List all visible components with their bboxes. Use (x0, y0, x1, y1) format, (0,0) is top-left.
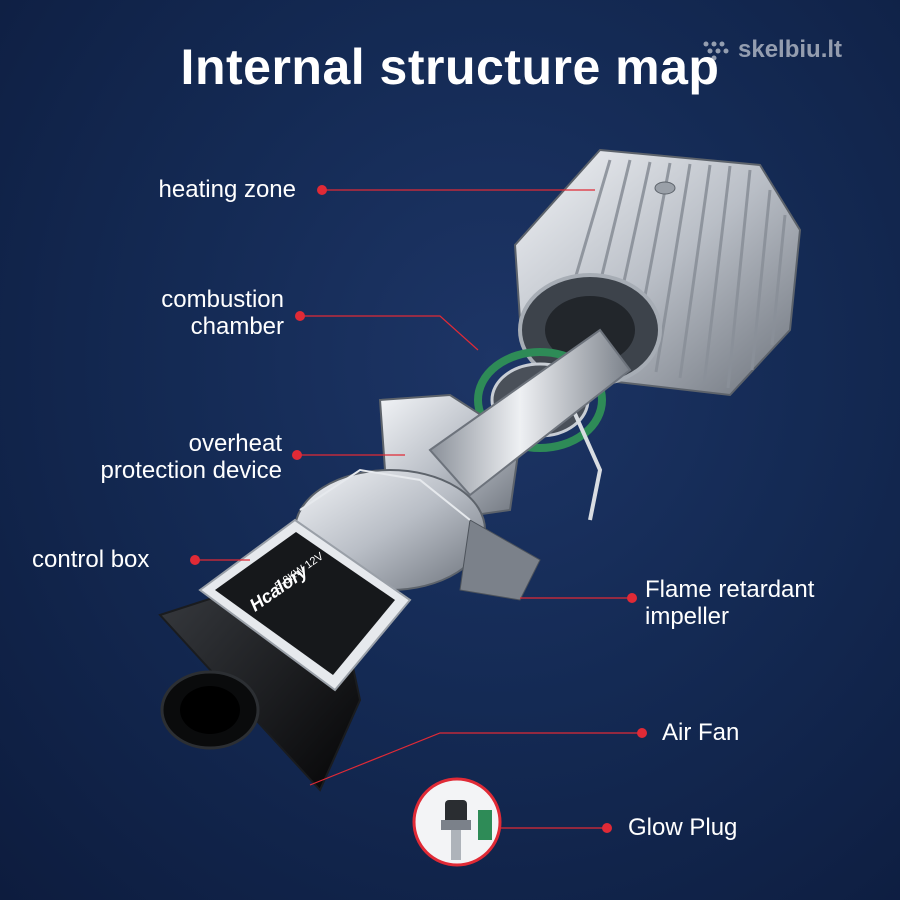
label-control-box-text: control box (32, 546, 150, 573)
watermark: skelbiu.lt (700, 36, 842, 64)
label-control-box: control box (32, 546, 149, 573)
leader-line-air-fan (309, 732, 642, 786)
label-overheat-line2: protection device (100, 457, 282, 484)
label-combustion-line1: combustion (161, 286, 284, 313)
label-overheat-protection: overheat protection device (40, 430, 282, 484)
flame-retardant-impeller (294, 468, 541, 601)
watermark-dots-icon (703, 41, 729, 61)
label-heating-zone-text: heating zone (158, 176, 296, 203)
watermark-text: skelbiu.lt (738, 36, 843, 63)
label-air-fan-text: Air Fan (662, 719, 740, 746)
label-combustion-line2: chamber (190, 313, 284, 340)
glow-plug-inset (412, 777, 502, 867)
label-flame-line2: impeller (645, 603, 730, 630)
label-air-fan: Air Fan (662, 719, 739, 746)
control-box: Hcalory 5-8KW 12V (198, 518, 412, 692)
dot-flame-impeller (627, 593, 637, 603)
label-overheat-line1: overheat (188, 430, 282, 457)
label-flame-retardant-impeller: Flame retardant impeller (645, 576, 814, 630)
label-glow-plug: Glow Plug (628, 814, 737, 841)
leader-line-combustion-chamber (300, 315, 479, 351)
label-flame-line1: Flame retardant (645, 576, 815, 603)
label-combustion-chamber: combustion chamber (90, 286, 284, 340)
dot-heating-zone (317, 185, 327, 195)
dot-control-box (190, 555, 200, 565)
label-heating-zone: heating zone (100, 176, 296, 203)
heat-exchanger (513, 148, 802, 397)
leader-lines (195, 189, 642, 829)
dot-air-fan (637, 728, 647, 738)
label-dots (190, 185, 647, 833)
label-glow-plug-text: Glow Plug (628, 814, 738, 841)
dot-overheat (292, 450, 302, 460)
dot-combustion-chamber (295, 311, 305, 321)
dot-glow-plug (602, 823, 612, 833)
page-title: Internal structure map (180, 39, 720, 95)
